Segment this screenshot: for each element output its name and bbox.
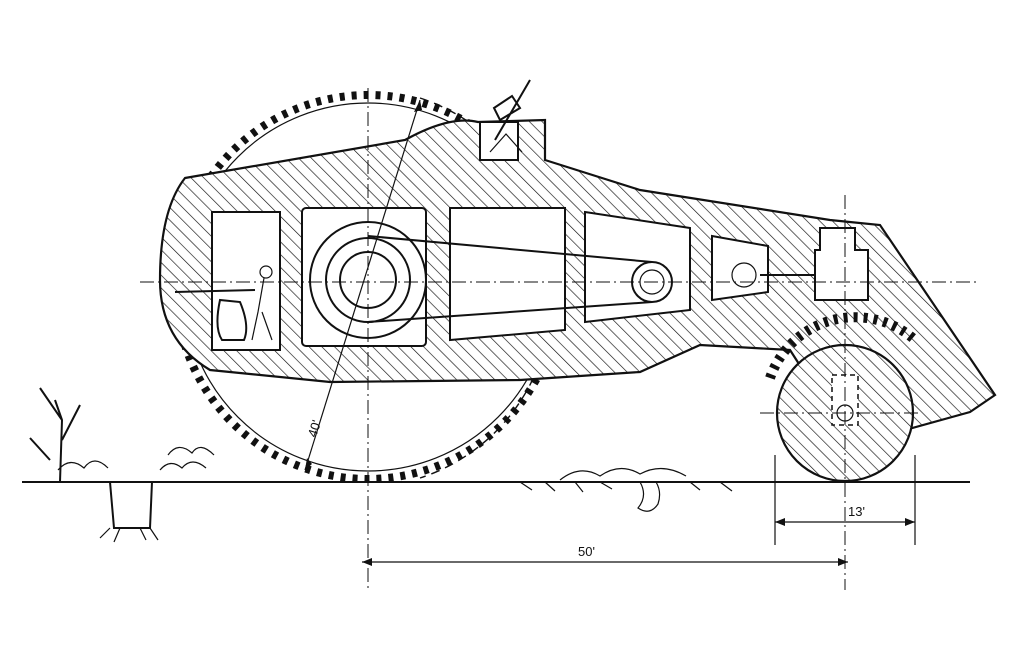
dimension-13: 13' xyxy=(774,455,916,545)
dimension-label-50: 50' xyxy=(578,544,595,559)
ground xyxy=(22,481,970,493)
deck-gun xyxy=(489,79,531,153)
dead-tree xyxy=(29,387,81,483)
dimension-label-13: 13' xyxy=(848,504,865,519)
trench xyxy=(40,446,240,543)
dimension-50: 50' xyxy=(362,544,848,566)
gunner-figure xyxy=(174,265,273,341)
dimension-40: 40' xyxy=(304,99,422,471)
sandbag-pile xyxy=(559,467,687,512)
centre-lines xyxy=(140,88,980,590)
dimension-label-40: 40' xyxy=(305,418,325,439)
